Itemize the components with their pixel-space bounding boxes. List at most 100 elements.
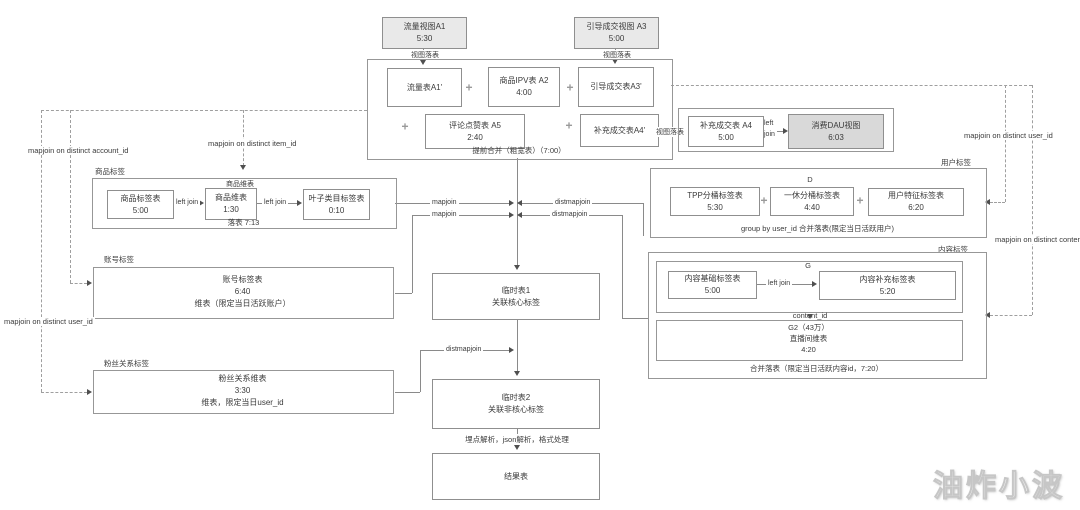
node-temp-table-1: 临时表1 关联核心标签	[432, 273, 600, 320]
node-result-table: 结果表	[432, 453, 600, 500]
arrowhead	[612, 59, 618, 64]
dashed-line	[41, 110, 42, 392]
arrowhead	[297, 200, 302, 206]
label-left-join: left join	[262, 199, 289, 206]
label-view-drop-a4: 视图落表	[654, 127, 686, 137]
connector-row3-rise	[420, 350, 421, 392]
node-time: 4:40	[804, 202, 820, 212]
node-time: 6:03	[828, 132, 844, 142]
node-content-supp-table: 内容补充标签表 5:20	[819, 271, 956, 300]
node-label: 商品维表	[215, 193, 247, 203]
node-leaf-category-table: 叶子类目标签表 0:10	[303, 189, 370, 220]
plus-icon: +	[566, 80, 574, 95]
group-title-user: 用户标签	[941, 158, 971, 167]
plus-icon: +	[465, 80, 473, 95]
node-yixiu-bucket-table: 一休分桶标签表 4:40	[770, 187, 854, 216]
group-premerge	[367, 59, 673, 160]
node-time: 0:10	[328, 205, 345, 215]
arrow-into-account-group	[87, 280, 92, 286]
node-label: 叶子类目标签表	[308, 193, 365, 203]
arrowhead	[783, 128, 788, 134]
watermark: 油炸小波	[933, 470, 1065, 504]
node-product-dim-table: 商品维表 1:30	[205, 188, 257, 220]
node-label: TPP分桶标签表	[687, 190, 743, 200]
node-label: 临时表2	[501, 393, 531, 403]
node-time: 3:30	[234, 386, 251, 395]
node-time: 4:20	[801, 344, 816, 354]
node-label: 用户特征标签表	[888, 191, 944, 201]
label-mapjoin-1: mapjoin	[430, 199, 459, 206]
node-account-tag-table: 账号标签表 6:40 维表（限定当日活跃账户）	[93, 267, 392, 317]
arrow-into-fans-group	[87, 389, 92, 395]
arrowhead	[420, 60, 426, 65]
group-content-tags	[648, 252, 987, 379]
node-traffic-table-a1p: 流量表A1'	[387, 68, 462, 107]
arrowhead	[514, 371, 520, 376]
group-user-tags	[650, 168, 987, 238]
label-mapjoin-item-id: mapjoin on distinct item_id	[206, 139, 299, 148]
label-g: G	[805, 261, 811, 270]
connector-leftjoin-dau	[777, 131, 783, 132]
node-label: 临时表1	[501, 285, 531, 295]
node-label: 消费DAU视图	[811, 120, 861, 130]
arrowhead	[509, 347, 514, 353]
node-time: 5:00	[718, 132, 734, 142]
node-label: 评论点赞表 A5	[448, 120, 501, 130]
node-label: 粉丝关系维表	[218, 374, 267, 383]
node-content-base-table: 内容基础标签表 5:00	[668, 271, 757, 299]
group-title-fans: 粉丝关系标签	[104, 359, 149, 368]
node-temp-table-2: 临时表2 关联非核心标签	[432, 379, 600, 429]
node-label: 补充成交表A4'	[593, 125, 646, 135]
arrowhead	[517, 212, 522, 218]
arrowhead	[199, 200, 204, 206]
connector-row2-right-stub	[622, 318, 648, 319]
label-product-dim: 商品维表	[226, 181, 254, 188]
connector-row2-left-rise	[412, 215, 413, 293]
label-product-caption: 落表 7:13	[227, 218, 260, 227]
node-time: 5:30	[707, 202, 723, 212]
connector-row2-left	[412, 215, 509, 216]
node-note: 关联核心标签	[492, 297, 540, 307]
node-label: 流量视图A1	[403, 22, 446, 32]
node-note: 维表，限定当日user_id	[201, 398, 284, 407]
arrowhead	[514, 265, 520, 270]
label-mapjoin-content-id: mapjoin on distinct content_id	[993, 235, 1080, 244]
connector-row1-right-drop	[643, 203, 644, 236]
node-label: 引导成交视图 A3	[586, 22, 647, 32]
label-mapjoin-2: mapjoin	[430, 211, 459, 218]
node-time: 5:00	[132, 205, 149, 215]
dashed-line	[1005, 85, 1006, 202]
plus-icon: +	[760, 193, 768, 208]
group-content-g	[656, 261, 963, 313]
node-supp-deal-a4p: 补充成交表A4'	[580, 114, 659, 147]
node-comment-like-a5: 评论点赞表 A5 2:40	[425, 114, 525, 149]
dashed-line	[70, 283, 87, 284]
label-view-drop-a1: 视图落表	[409, 50, 441, 60]
node-label: 商品标签表	[120, 193, 161, 203]
node-item-ipv-a2: 商品IPV表 A2 4:00	[488, 67, 560, 107]
node-label: G2（43万）	[788, 323, 829, 333]
plus-icon: +	[401, 119, 409, 134]
label-view-drop-a3: 视图落表	[601, 50, 633, 60]
group-supplement-a4	[678, 108, 894, 152]
label-mapjoin-user-id-left: mapjoin on distinct user_id	[2, 317, 95, 326]
node-time: 6:40	[234, 287, 251, 296]
node-time: 4:00	[516, 88, 532, 97]
dashed-line	[70, 110, 71, 283]
node-note: 关联非核心标签	[488, 405, 544, 414]
node-label: 流量表A1'	[406, 82, 443, 92]
label-d: D	[807, 175, 813, 184]
arrowhead	[509, 200, 514, 206]
node-time: 5:30	[416, 34, 433, 43]
label-content-caption: 合并落表（限定当日活跃内容id，7:20）	[750, 364, 883, 373]
arrowhead	[812, 281, 817, 287]
label-left-join: left join	[766, 280, 793, 287]
node-note: 维表（限定当日活跃账户）	[194, 299, 291, 308]
arrowhead	[517, 200, 522, 206]
label-distmapjoin-2: distmapjoin	[550, 211, 590, 218]
node-user-feature-table: 用户特征标签表 6:20	[868, 188, 964, 216]
node-label: 内容补充标签表	[859, 274, 916, 284]
node-label: 结果表	[504, 471, 528, 481]
node-guided-deal-a3p: 引导成交表A3'	[578, 67, 654, 107]
node-guided-deal-view-a3: 引导成交视图 A3 5:00	[574, 17, 659, 49]
